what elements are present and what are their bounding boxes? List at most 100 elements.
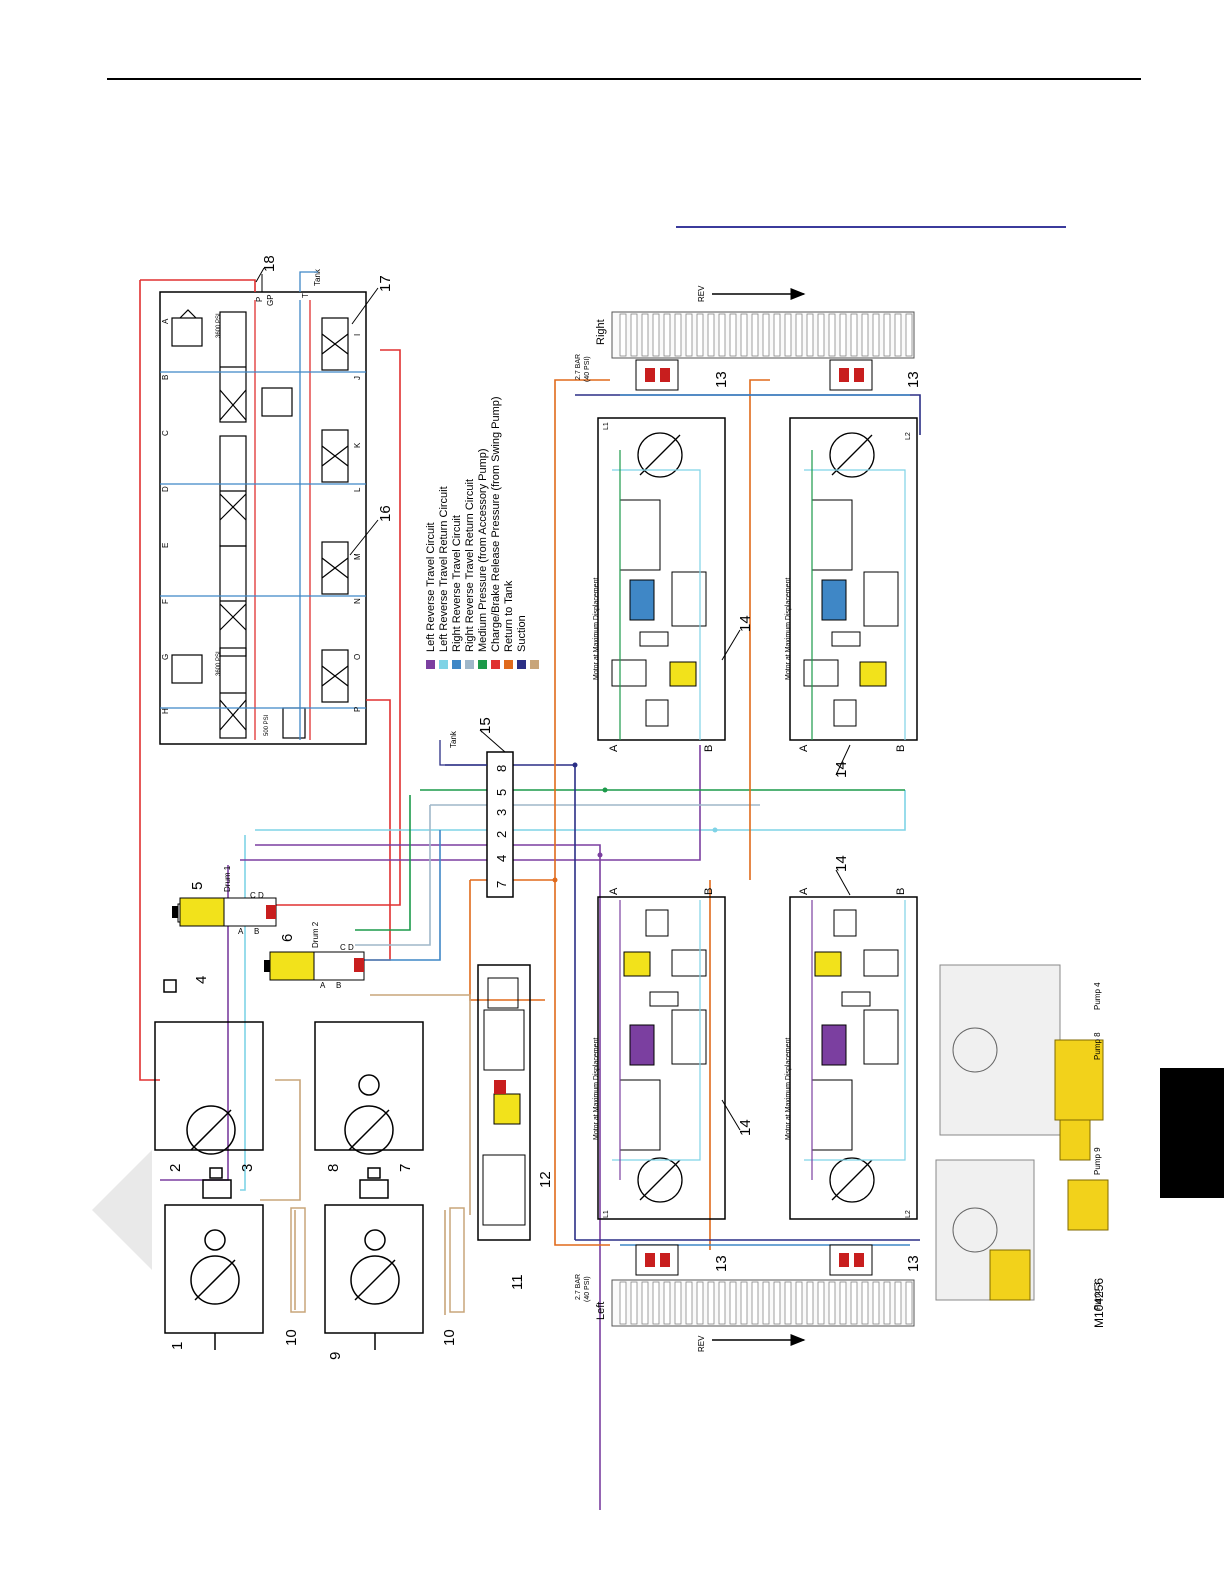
port-a-label: A — [161, 318, 170, 324]
callout-14a: 14 — [737, 615, 754, 632]
track-cleat — [806, 313, 814, 357]
callout-13c: 13 — [713, 1255, 730, 1272]
brake-valve-11-12 — [477, 964, 531, 1241]
track-cleat — [872, 1281, 880, 1325]
track-cleat — [839, 313, 847, 357]
swivel2-port-a: A — [320, 981, 326, 990]
legend-swatch — [491, 660, 500, 669]
track-cleat — [806, 1281, 814, 1325]
tracks — [611, 311, 915, 1327]
swivel1-port-b: B — [254, 927, 259, 936]
track-cleat — [619, 1281, 627, 1325]
motor4-port-b: B — [895, 888, 907, 895]
legend-label: Medium Pressure (from Accessory Pump) — [477, 448, 489, 652]
pilot-k-label: K — [353, 442, 362, 448]
swivel2-port-d: D — [348, 943, 354, 952]
track-cleat — [652, 1281, 660, 1325]
callout-6: 6 — [279, 934, 296, 942]
track-cleat — [828, 313, 836, 357]
track-cleat — [619, 313, 627, 357]
page-back-arrow-icon[interactable] — [92, 1150, 152, 1270]
track-cleat — [674, 313, 682, 357]
callout-18: 18 — [261, 255, 278, 272]
swivel2-port-b: B — [336, 981, 341, 990]
callout-7: 7 — [397, 1164, 414, 1172]
bar-label-top: 2.7 BAR — [575, 354, 582, 380]
swivel1-port-d: D — [258, 891, 264, 900]
track-cleat — [729, 1281, 737, 1325]
track-cleat — [685, 313, 693, 357]
track-grousers — [619, 313, 913, 1325]
legend-swatch — [465, 660, 474, 669]
port-t-label: T — [301, 293, 310, 298]
legend-label: Left Reverse Travel Return Circuit — [438, 486, 450, 652]
track-cleat — [718, 313, 726, 357]
track-cleat — [784, 313, 792, 357]
motor3-port-b: B — [703, 888, 715, 895]
motor-l1-top: L1 — [603, 422, 610, 430]
track-cleat — [641, 313, 649, 357]
section-tab[interactable] — [1160, 1068, 1224, 1198]
track-cleat — [729, 313, 737, 357]
port-b-label: B — [161, 375, 170, 380]
callout-3: 3 — [239, 1164, 256, 1172]
track-cleat — [652, 313, 660, 357]
motor-bl-label: Motor at Maximum Displacement — [785, 1038, 792, 1140]
junction-dots — [552, 762, 718, 883]
legend-label: Right Reverse Travel Circuit — [451, 515, 463, 652]
pump-group — [154, 979, 465, 1350]
track-cleat — [850, 313, 858, 357]
track-cleat — [861, 313, 869, 357]
right-track-label: Right — [595, 319, 607, 345]
bar-label-bottom: 2.7 BAR — [575, 1274, 582, 1300]
callout-2: 2 — [167, 1164, 184, 1172]
track-cleat — [850, 1281, 858, 1325]
psi-label-top: (40 PSI) — [584, 356, 591, 382]
pilot-m-label: M — [353, 553, 362, 560]
manifold-port-2: 2 — [494, 831, 509, 838]
legend-label: Left Reverse Travel Circuit — [425, 522, 437, 652]
port-p-label: P — [255, 297, 264, 302]
rev-arrows: REV REV Right Left 2.7 BAR (40 PSI) 2.7 … — [575, 285, 806, 1352]
track-cleat — [674, 1281, 682, 1325]
pump-illustration: Pump 4 Pump 8 Pump 9 Pump 3 — [935, 964, 1109, 1310]
callout-14c: 14 — [737, 1119, 754, 1136]
control-valve-block: H G F E D C B A P O N M L K J I 3600 PSI… — [159, 268, 367, 745]
callout-9: 9 — [327, 1352, 344, 1360]
track-cleat — [685, 1281, 693, 1325]
manifold-15: 8 5 3 2 4 7 Tank — [439, 730, 514, 898]
manifold-port-5: 5 — [494, 789, 509, 796]
pilot-i-label: I — [353, 334, 362, 336]
port-g-label: G — [161, 654, 170, 660]
track-cleat — [696, 1281, 704, 1325]
rev-label-top: REV — [697, 285, 706, 302]
callout-17: 17 — [377, 275, 394, 292]
callout-14b: 14 — [833, 761, 850, 778]
motor4-port-a: A — [798, 887, 810, 895]
legend-swatch — [439, 660, 448, 669]
track-cleat — [630, 1281, 638, 1325]
motor-l2-top: L2 — [905, 432, 912, 440]
legend-swatch — [478, 660, 487, 669]
track-cleat — [630, 313, 638, 357]
track-cleat — [762, 1281, 770, 1325]
track-cleat — [905, 313, 913, 357]
callout-15: 15 — [477, 717, 494, 734]
track-cleat — [740, 313, 748, 357]
manifold-port-8: 8 — [494, 765, 509, 772]
track-cleat — [751, 1281, 759, 1325]
motor3-port-a: A — [608, 887, 620, 895]
pump4-label: Pump 4 — [1093, 982, 1102, 1010]
pilot-n-label: N — [353, 598, 362, 604]
callouts: 1 2 3 4 5 6 7 8 9 10 10 11 12 13 13 13 1… — [167, 255, 922, 1360]
port-f-label: F — [161, 599, 170, 604]
port-c-label: C — [161, 430, 170, 436]
track-cleat — [707, 1281, 715, 1325]
psi-label-bottom: (40 PSI) — [584, 1276, 591, 1302]
legend-swatch — [504, 660, 513, 669]
track-cleat — [707, 313, 715, 357]
sprocket-hubs — [635, 359, 873, 1276]
tank-label-manifold: Tank — [449, 730, 458, 748]
motor1-port-a: A — [608, 744, 620, 752]
